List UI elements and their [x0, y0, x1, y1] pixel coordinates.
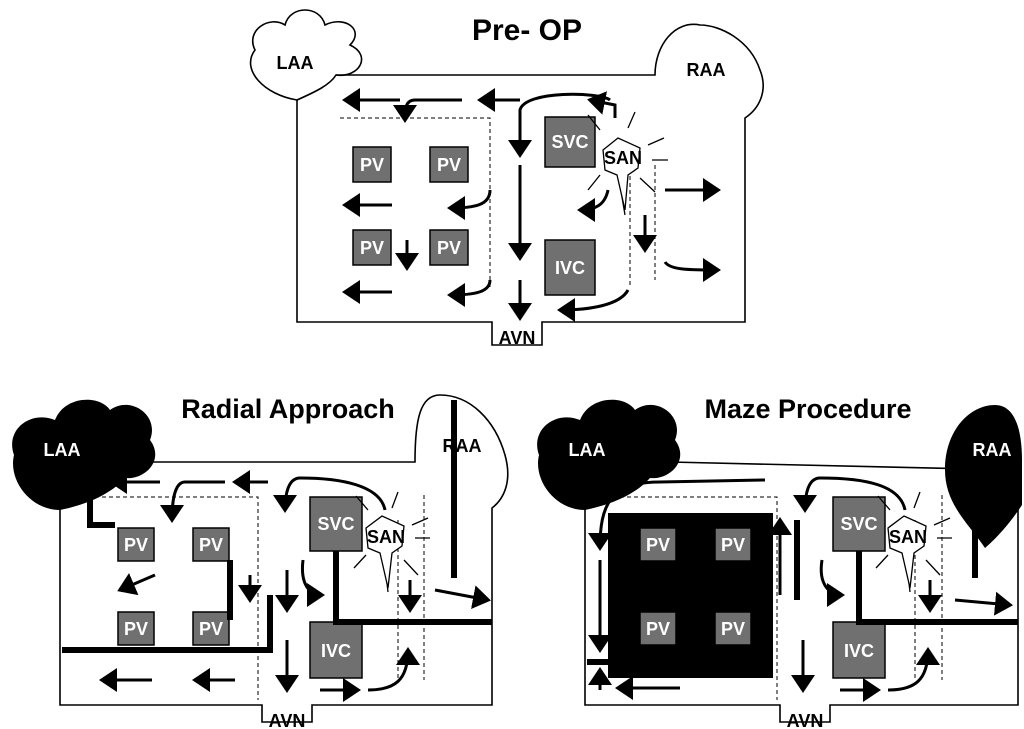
svg-text:PV: PV [124, 619, 148, 639]
pulmonary-vein: PV [192, 527, 230, 562]
crista-dashed [914, 495, 943, 680]
panel-title: Radial Approach [181, 394, 395, 424]
panel-title: Maze Procedure [704, 394, 911, 424]
superior-vena-cava: SVC [544, 116, 596, 168]
san-label: SAN [889, 527, 927, 547]
panel-maze: Maze Procedure LAA RAA PV PV PV PV SVC [537, 394, 1022, 729]
laa-label: LAA [277, 53, 314, 73]
inferior-vena-cava: IVC [832, 621, 886, 679]
pulmonary-vein: PV [429, 229, 469, 266]
svg-text:PV: PV [360, 238, 384, 258]
inferior-vena-cava: IVC [309, 621, 363, 679]
superior-vena-cava: SVC [832, 496, 886, 552]
avn-label: AVN [499, 328, 536, 348]
left-atrial-appendage [249, 9, 363, 101]
surgical-incisions [62, 400, 492, 653]
left-atrial-appendage [12, 399, 156, 510]
svg-text:PV: PV [124, 535, 148, 555]
pulmonary-vein: PV [429, 146, 469, 183]
pulmonary-vein: PV [639, 611, 677, 646]
inferior-vena-cava: IVC [544, 239, 596, 296]
svg-text:PV: PV [437, 155, 461, 175]
pulmonary-vein: PV [714, 611, 752, 646]
san-label: SAN [367, 527, 405, 547]
surgical-incisions [587, 520, 1018, 665]
svg-text:PV: PV [437, 238, 461, 258]
pulmonary-vein: PV [117, 527, 155, 562]
svg-text:PV: PV [199, 535, 223, 555]
svg-text:PV: PV [646, 535, 670, 555]
svg-text:PV: PV [646, 619, 670, 639]
raa-label: RAA [443, 436, 482, 456]
sinoatrial-node: SAN [875, 491, 952, 593]
svg-text:PV: PV [721, 619, 745, 639]
atrial-outline [296, 23, 764, 346]
laa-label: LAA [569, 440, 606, 460]
pulmonary-vein: PV [714, 527, 752, 562]
atrial-outline [59, 394, 509, 723]
sinoatrial-node: SAN [353, 491, 430, 593]
raa-label: RAA [973, 440, 1012, 460]
left-atrial-appendage [537, 399, 681, 510]
crista-dashed [629, 155, 656, 285]
svg-text:SVC: SVC [551, 132, 588, 152]
septum-dashed [620, 496, 778, 700]
panel-preop: Pre- OP LAA RAA PV PV PV PV SVC [249, 9, 764, 348]
activation-arrows [588, 476, 1013, 702]
activation-arrows [99, 470, 491, 702]
svg-text:IVC: IVC [844, 641, 874, 661]
activation-arrows [342, 88, 721, 322]
svg-text:IVC: IVC [321, 641, 351, 661]
panel-radial: Radial Approach LAA RAA PV PV PV PV SVC [12, 394, 509, 729]
svg-text:PV: PV [721, 535, 745, 555]
raa-label: RAA [687, 60, 726, 80]
svg-text:PV: PV [199, 619, 223, 639]
sinoatrial-node: SAN [587, 111, 668, 216]
laa-label: LAA [44, 440, 81, 460]
atrial-outline [584, 461, 1019, 723]
svg-text:SVC: SVC [840, 514, 877, 534]
septum-dashed [95, 496, 259, 700]
pulmonary-vein: PV [352, 146, 392, 183]
pulmonary-vein: PV [117, 611, 155, 646]
svg-text:SVC: SVC [317, 514, 354, 534]
pulmonary-vein: PV [639, 527, 677, 562]
pulmonary-vein: PV [192, 611, 230, 646]
san-label: SAN [604, 148, 642, 168]
pulmonary-vein: PV [352, 229, 392, 266]
svg-text:IVC: IVC [555, 258, 585, 278]
avn-label: AVN [269, 711, 306, 729]
svg-text:PV: PV [360, 155, 384, 175]
panel-title: Pre- OP [472, 14, 582, 47]
avn-label: AVN [787, 711, 824, 729]
right-atrial-appendage [945, 405, 1022, 548]
superior-vena-cava: SVC [309, 496, 363, 552]
